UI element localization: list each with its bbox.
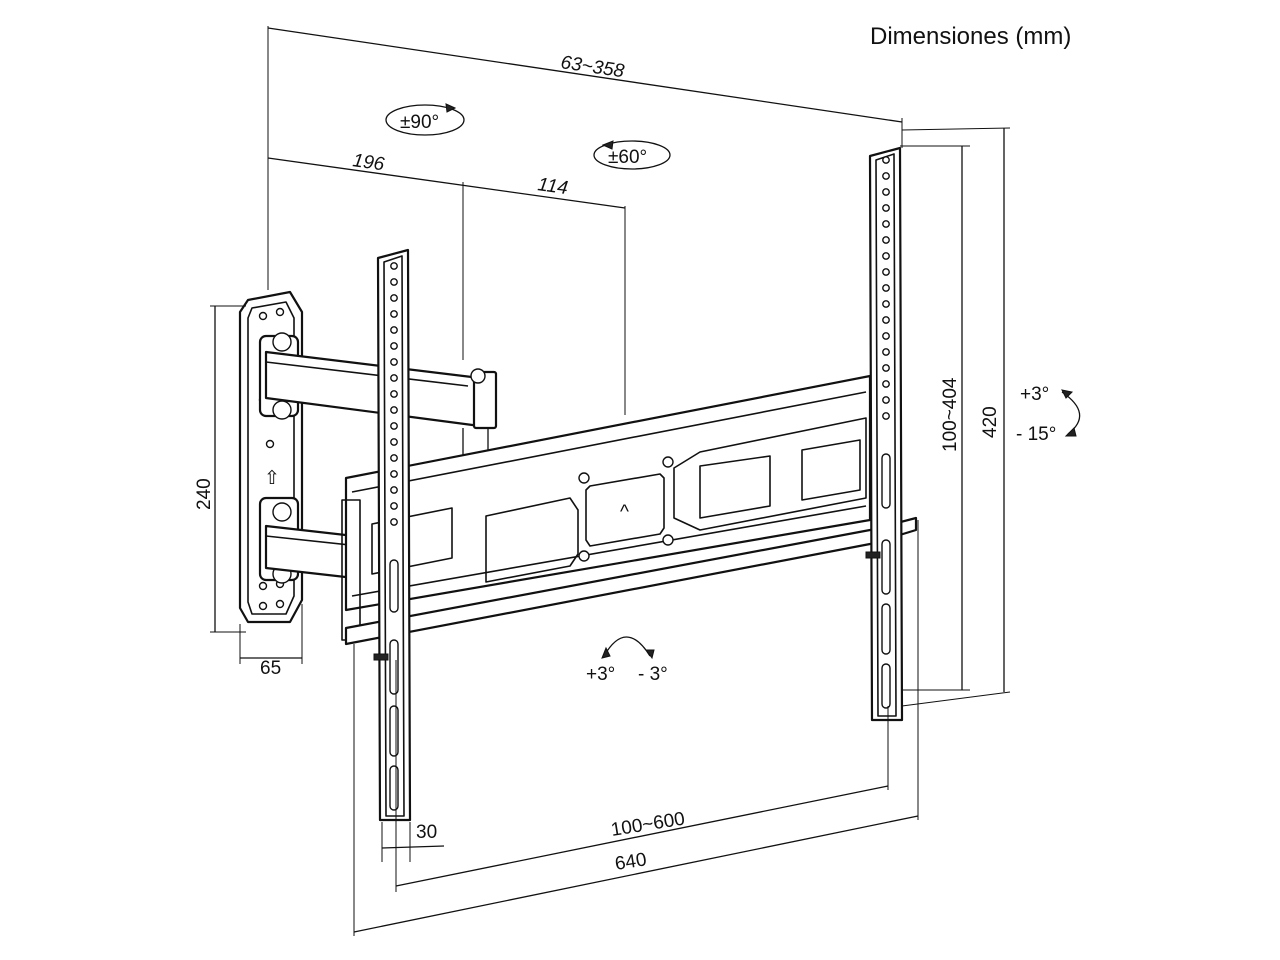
dimension-bottom: 30 100~600 640 bbox=[353, 520, 919, 936]
roll-indicator: +3° - 3° bbox=[586, 636, 668, 685]
dimension-height-label: 420 bbox=[980, 406, 1001, 438]
dimension-horizontal-vesa-label: 100~600 bbox=[609, 809, 686, 841]
dimension-total-width-label: 640 bbox=[613, 849, 648, 875]
dimension-bracket-width-label: 30 bbox=[416, 822, 437, 843]
dimension-arm: 196 114 bbox=[267, 150, 626, 415]
dimension-plate-width-label: 65 bbox=[260, 658, 281, 679]
up-arrow-icon: ⇧ bbox=[264, 468, 280, 489]
rail-level-arrow-icon: ^ bbox=[620, 502, 629, 523]
tilt-indicator: +3° - 15° bbox=[1016, 384, 1081, 445]
tilt-down-label: - 15° bbox=[1016, 424, 1056, 445]
tilt-up-label: +3° bbox=[1020, 384, 1049, 405]
dimension-plate: 240 65 bbox=[194, 305, 303, 679]
drawing-title: Dimensiones (mm) bbox=[870, 23, 1071, 50]
dimension-arm-2-label: 114 bbox=[536, 174, 569, 199]
dimension-plate-height-label: 240 bbox=[194, 478, 215, 510]
roll-minus-label: - 3° bbox=[638, 664, 668, 685]
upper-arm bbox=[258, 332, 498, 480]
right-vertical-bracket bbox=[865, 146, 904, 722]
swivel-tv-indicator: ±60° bbox=[593, 140, 671, 170]
dimension-arm-1-label: 196 bbox=[351, 150, 386, 175]
swivel-tv-label: ±60° bbox=[608, 147, 647, 168]
dimension-top-span-label: 63~358 bbox=[559, 52, 626, 82]
horizontal-rail: ^ bbox=[341, 374, 918, 646]
left-vertical-bracket bbox=[373, 248, 412, 822]
roll-plus-label: +3° bbox=[586, 664, 615, 685]
dimension-vertical: 100~404 420 bbox=[900, 127, 1011, 707]
dimension-vertical-vesa-label: 100~404 bbox=[940, 377, 961, 452]
swivel-wall-label: ±90° bbox=[400, 112, 439, 133]
swivel-wall-indicator: ±90° bbox=[385, 103, 465, 136]
